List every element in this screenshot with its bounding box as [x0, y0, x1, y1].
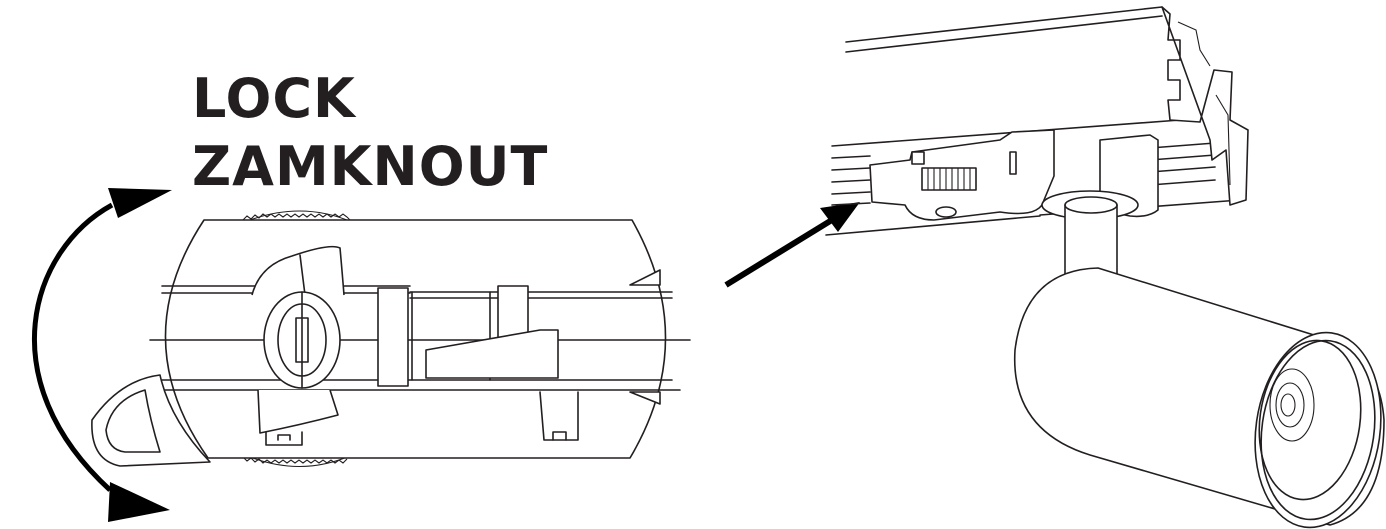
pointer-arrow-icon	[724, 202, 860, 288]
rotation-arrow-icon	[31, 188, 172, 522]
vent-grille	[921, 167, 977, 191]
track-rail	[825, 6, 1249, 236]
spotlight	[1013, 196, 1385, 529]
track-adapter	[869, 129, 1159, 221]
adapter-detail	[91, 210, 691, 467]
lock-label: LOCK	[192, 67, 356, 130]
zamknout-label: ZAMKNOUT	[192, 135, 549, 198]
